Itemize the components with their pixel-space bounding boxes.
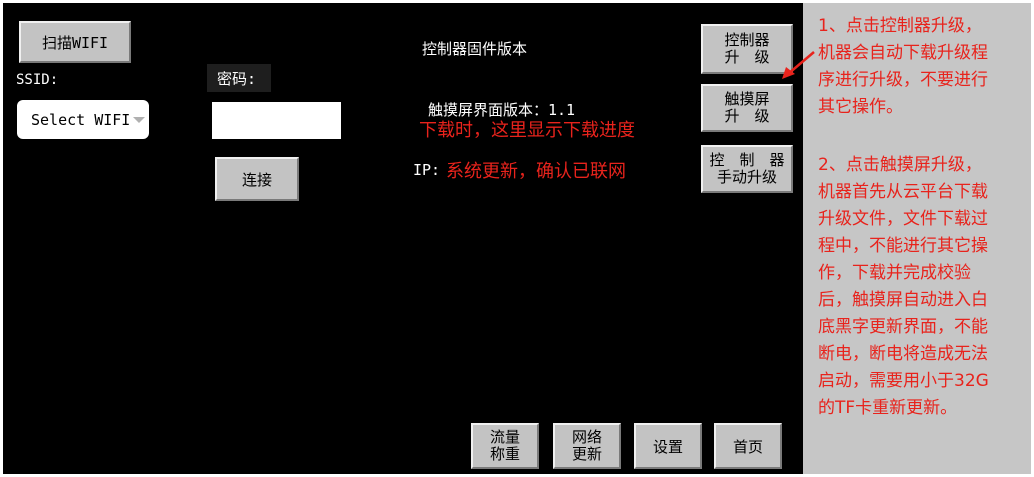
flow-calibration-line1: 流量 bbox=[489, 428, 520, 446]
ip-label: IP: bbox=[413, 161, 441, 179]
note-2-line: 启动，需要用小于32G bbox=[818, 371, 989, 391]
download-progress-note: 下载时，这里显示下载进度 bbox=[419, 120, 635, 141]
annotation-note-1: 1、点击控制器升级， 机器会自动下载升级程 序进行升级，不要进行 其它操作。 bbox=[818, 13, 988, 121]
wifi-select[interactable]: Select WIFI bbox=[17, 100, 149, 139]
annotation-panel bbox=[803, 3, 1031, 474]
ssid-label: SSID: bbox=[16, 72, 59, 88]
scan-wifi-button[interactable]: 扫描WIFI bbox=[19, 21, 131, 63]
manual-upgrade-line2: 手动升级 bbox=[716, 168, 777, 186]
touchscreen-version-label: 触摸屏界面版本：1.1 bbox=[428, 101, 576, 119]
firmware-version-label: 控制器固件版本 bbox=[422, 40, 528, 58]
flow-calibration-button[interactable]: 流量 称重 bbox=[471, 423, 539, 469]
connect-button[interactable]: 连接 bbox=[215, 157, 299, 201]
flow-calibration-line2: 称重 bbox=[489, 445, 520, 463]
note-1-line: 1、点击控制器升级， bbox=[818, 16, 982, 36]
note-2-line: 的TF卡重新更新。 bbox=[818, 398, 958, 418]
wifi-select-value: Select WIFI bbox=[31, 110, 131, 129]
annotation-note-2: 2、点击触摸屏升级， 机器首先从云平台下载 升级文件，文件下载过 程中，不能进行… bbox=[818, 152, 989, 422]
note-1-line: 其它操作。 bbox=[818, 97, 903, 117]
password-input[interactable] bbox=[212, 102, 341, 139]
note-2-line: 底黑字更新界面，不能 bbox=[818, 317, 988, 337]
home-button[interactable]: 首页 bbox=[714, 423, 782, 469]
note-2-line: 机器首先从云平台下载 bbox=[818, 182, 988, 202]
manual-upgrade-button[interactable]: 控 制 器 手动升级 bbox=[701, 145, 793, 193]
chevron-down-icon[interactable] bbox=[133, 117, 145, 123]
controller-upgrade-line2: 升 级 bbox=[724, 48, 770, 66]
ip-note: 系统更新，确认已联网 bbox=[446, 161, 626, 182]
note-2-line: 作，下载并完成校验 bbox=[818, 263, 971, 283]
annotation-arrow-icon bbox=[782, 51, 815, 79]
note-2-line: 断电，断电将造成无法 bbox=[818, 344, 988, 364]
touchscreen-upgrade-line1: 触摸屏 bbox=[724, 90, 770, 108]
controller-upgrade-button[interactable]: 控制器 升 级 bbox=[701, 24, 793, 74]
network-update-line2: 更新 bbox=[571, 445, 602, 463]
settings-button[interactable]: 设置 bbox=[634, 423, 702, 469]
controller-upgrade-line1: 控制器 bbox=[724, 31, 770, 49]
device-screen bbox=[3, 3, 803, 474]
password-label: 密码: bbox=[207, 64, 271, 92]
touchscreen-upgrade-button[interactable]: 触摸屏 升 级 bbox=[701, 84, 793, 132]
note-1-line: 序进行升级，不要进行 bbox=[818, 70, 988, 90]
note-2-line: 程中，不能进行其它操 bbox=[818, 236, 988, 256]
note-2-line: 后，触摸屏自动进入白 bbox=[818, 290, 988, 310]
note-2-line: 2、点击触摸屏升级， bbox=[818, 155, 982, 175]
network-update-button[interactable]: 网络 更新 bbox=[553, 423, 621, 469]
manual-upgrade-line1: 控 制 器 bbox=[709, 151, 785, 169]
network-update-line1: 网络 bbox=[571, 428, 602, 446]
note-2-line: 升级文件，文件下载过 bbox=[818, 209, 988, 229]
touchscreen-upgrade-line2: 升 级 bbox=[724, 107, 770, 125]
note-1-line: 机器会自动下载升级程 bbox=[818, 43, 988, 63]
